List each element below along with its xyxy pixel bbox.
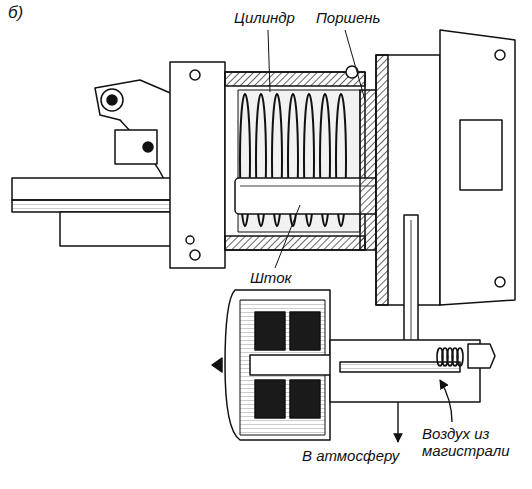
coil <box>290 312 320 350</box>
panel-label: б) <box>6 4 25 23</box>
mounting-hole <box>101 89 123 111</box>
plate-boss <box>460 120 502 190</box>
coil <box>255 312 285 350</box>
flow-label: В атмосферу <box>300 448 401 465</box>
flow-label: Воздух из магистрали <box>420 426 519 459</box>
beam-lower <box>60 212 175 246</box>
piston <box>360 90 376 250</box>
cylinder <box>225 72 365 250</box>
coil <box>255 380 285 418</box>
part-label: Цилиндр <box>232 10 297 27</box>
valve-block <box>330 340 480 402</box>
armature <box>250 355 340 375</box>
beam-flange <box>12 178 177 200</box>
mounting-plate <box>440 30 515 305</box>
cylinder-flange <box>170 62 225 268</box>
beam-web <box>12 200 177 212</box>
clamp-block <box>115 130 157 164</box>
coil <box>290 380 320 418</box>
plug-nut <box>468 344 495 368</box>
part-label: Поршень <box>314 10 383 27</box>
air-channel <box>404 215 418 345</box>
part-label: Шток <box>248 270 294 287</box>
